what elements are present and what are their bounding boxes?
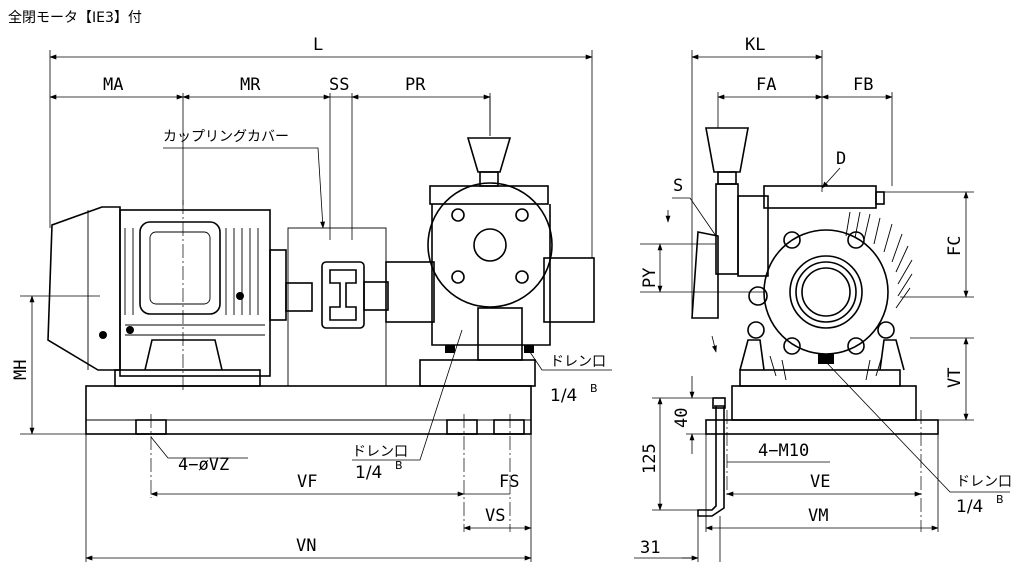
dim-MH: MH [11, 360, 31, 380]
drain-3-leader [825, 361, 1010, 493]
dim-VF: VF [297, 472, 317, 492]
motor-end-bracket [269, 249, 287, 321]
dim-D: D [836, 149, 846, 169]
dim-L: L [313, 35, 323, 55]
base-plate-body [85, 385, 532, 435]
suction-pipe [715, 183, 739, 275]
motor-fan-cover [47, 206, 121, 371]
pump-flange-bolt [451, 208, 465, 222]
drain-2-leader [352, 329, 463, 461]
dim-125: 125 [640, 443, 660, 474]
pump-leg [739, 339, 765, 371]
motor-shaft [285, 282, 313, 312]
coupling-cover-label: カップリングカバー [163, 129, 289, 145]
discharge-flange-side [763, 185, 877, 209]
shaft-end [801, 267, 851, 317]
dim-line-S [672, 197, 717, 237]
dim-FA: FA [756, 75, 776, 95]
pump-support [477, 307, 523, 361]
priming-funnel-side [705, 127, 749, 173]
motor-end-cover [763, 229, 889, 355]
motor-cooling-fins [124, 228, 265, 336]
drain-2-size: 1/4 [355, 463, 382, 483]
dim-MR: MR [240, 75, 261, 95]
coupling [321, 261, 389, 329]
dim-MA: MA [103, 75, 123, 95]
dim-VM: VM [808, 506, 828, 526]
bolt-label: 4−M10 [758, 441, 809, 461]
pump-bearing-housing [385, 261, 435, 323]
dim-31: 31 [640, 538, 660, 558]
drawing-title: 全閉モータ【IE3】付 [8, 9, 142, 26]
motor-bolt [99, 331, 107, 339]
dim-S: S [673, 176, 683, 196]
dim-FS: FS [499, 472, 519, 492]
pump-casing [431, 204, 551, 346]
dim-VS: VS [485, 506, 505, 526]
motor-feet [114, 369, 261, 387]
flange-bolt-side [783, 231, 801, 249]
dim-line-D [821, 167, 841, 189]
dim-SS: SS [329, 75, 349, 95]
terminal-box [139, 221, 221, 315]
dim-VT: VT [945, 368, 965, 388]
drain-1-leader [529, 351, 612, 371]
drain-3-size: 1/4 [956, 497, 983, 517]
dim-PY: PY [640, 268, 660, 288]
suction-flange [691, 231, 719, 319]
pump-volute [427, 182, 553, 308]
dim-FC: FC [945, 236, 965, 256]
pump-discharge-flange [429, 185, 549, 205]
drain-2-sup: B [395, 459, 403, 472]
base-plate [85, 385, 532, 532]
drain-3-sup: B [996, 493, 1004, 506]
drain-2-label: ドレン口 [352, 444, 408, 460]
base-plate-side-body [731, 385, 917, 421]
coupling-cover-leader [163, 147, 326, 229]
dim-VE: VE [810, 472, 830, 492]
pump-side [691, 127, 913, 387]
anchor-bolt [697, 405, 725, 517]
hole-label: 4−øVZ [178, 455, 229, 475]
front-view: L MA MR SS PR カップリングカバー [11, 35, 612, 562]
drain-1-size: 1/4 [550, 386, 577, 406]
cooling-fins-side [769, 211, 913, 381]
dim-40: 40 [672, 408, 692, 428]
side-view: KL FA FB D S [634, 35, 1012, 562]
drain-1-sup: B [590, 382, 598, 395]
drain-3-label: ドレン口 [956, 474, 1012, 490]
hole-leader [150, 436, 248, 459]
drain-plug [524, 345, 534, 353]
motor-frame [119, 209, 271, 377]
pump-shaft-bore [473, 228, 507, 262]
pump-feet [419, 359, 536, 387]
drain-1-label: ドレン口 [550, 354, 606, 370]
dim-FB: FB [853, 75, 873, 95]
pump-outlet-pipe [543, 257, 595, 323]
pump [385, 96, 595, 387]
drain-plug [445, 345, 455, 353]
dim-KL: KL [745, 35, 765, 55]
dim-VN: VN [296, 536, 316, 556]
dim-PR: PR [405, 75, 426, 95]
base-plate-side [697, 385, 939, 532]
priming-funnel [466, 137, 512, 173]
drain-plug-side [818, 354, 834, 364]
motor [47, 206, 313, 387]
